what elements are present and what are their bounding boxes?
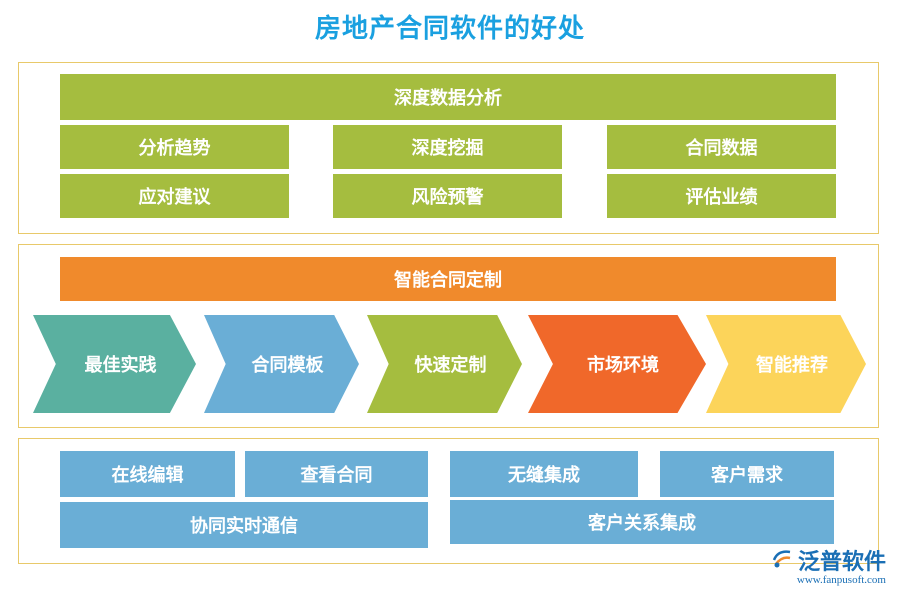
integration-item: 客户关系集成 <box>450 500 834 544</box>
chevron-arrow: 合同模板 <box>204 315 359 413</box>
integration-item: 在线编辑 <box>60 451 235 497</box>
data-analysis-header: 深度数据分析 <box>60 74 836 120</box>
chevron-arrow: 市场环境 <box>528 315 706 413</box>
chevron-arrow: 智能推荐 <box>706 315 866 413</box>
integration-item: 无缝集成 <box>450 451 638 497</box>
analysis-item: 评估业绩 <box>607 174 836 218</box>
page-title: 房地产合同软件的好处 <box>314 14 585 44</box>
analysis-item: 深度挖掘 <box>333 125 562 169</box>
fanpu-logo-icon <box>770 546 794 574</box>
integration-item: 协同实时通信 <box>60 502 428 548</box>
integration-item: 客户需求 <box>660 451 834 497</box>
analysis-item: 风险预警 <box>333 174 562 218</box>
analysis-item: 合同数据 <box>607 125 836 169</box>
analysis-item: 应对建议 <box>60 174 289 218</box>
brand-logo: 泛普软件 www.fanpusoft.com <box>770 544 886 586</box>
analysis-item: 分析趋势 <box>60 125 289 169</box>
brand-name: 泛普软件 <box>797 550 886 575</box>
chevron-arrow: 最佳实践 <box>33 315 196 413</box>
smart-contract-header: 智能合同定制 <box>60 257 836 301</box>
brand-url: www.fanpusoft.com <box>796 574 886 586</box>
chevron-arrow: 快速定制 <box>367 315 522 413</box>
integration-item: 查看合同 <box>245 451 428 497</box>
